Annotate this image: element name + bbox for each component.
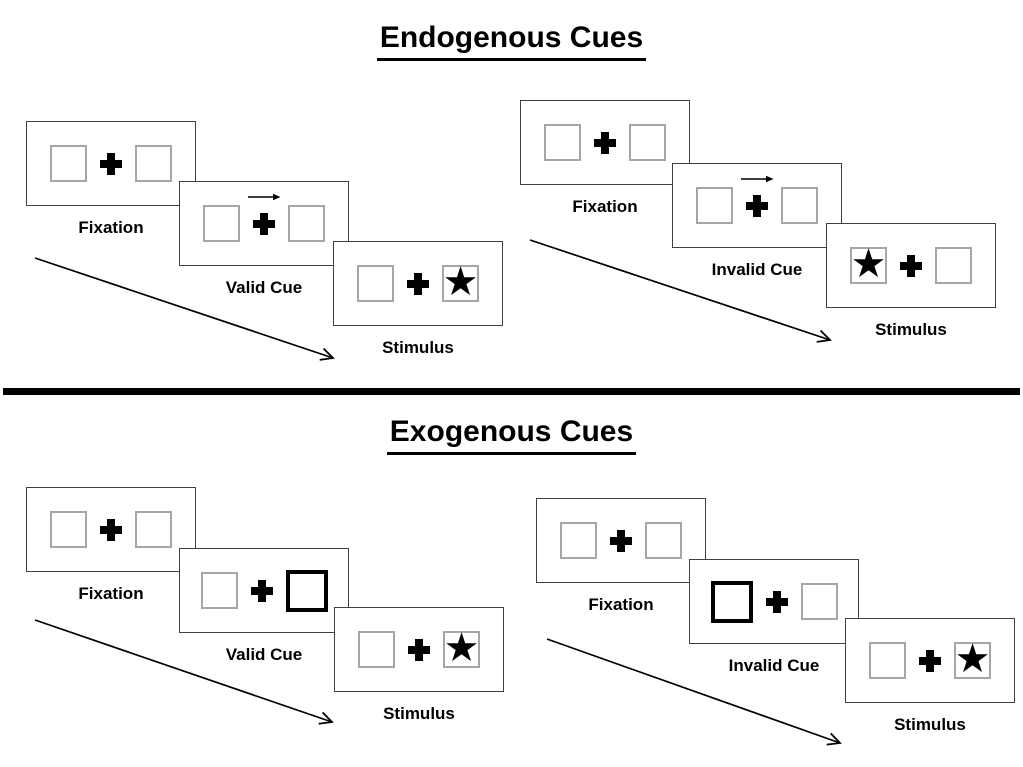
left-box	[560, 522, 597, 559]
fixation-panel: Fixation	[26, 121, 196, 238]
display-frame	[536, 498, 706, 583]
exogenous-title-text: Exogenous Cues	[386, 414, 637, 455]
section-divider	[3, 388, 1020, 395]
left-box	[200, 572, 238, 609]
right-box	[935, 247, 972, 284]
step-label: Stimulus	[875, 320, 947, 339]
right-box	[781, 187, 818, 224]
step-label: Valid Cue	[225, 645, 303, 664]
invalid-cue-panel: Invalid Cue	[672, 163, 842, 280]
fixation-cross-icon	[746, 194, 768, 217]
right-box	[800, 583, 838, 620]
left-box	[50, 511, 87, 548]
display-frame: ★	[826, 223, 996, 308]
display-frame	[179, 548, 349, 633]
valid-cue-panel: Valid Cue	[179, 181, 349, 298]
step-label: Fixation	[78, 584, 144, 603]
left-box: ★	[850, 242, 887, 286]
left-box	[696, 187, 733, 224]
right-box	[288, 205, 325, 242]
right-box: ★	[443, 626, 480, 670]
endogenous-title-text: Endogenous Cues	[376, 20, 647, 61]
endogenous-title: Endogenous Cues	[0, 20, 1023, 61]
display-frame: ★	[333, 241, 503, 326]
left-box	[358, 631, 395, 668]
display-frame	[26, 121, 196, 206]
step-label: Fixation	[572, 197, 638, 216]
invalid-cue-panel: Invalid Cue	[689, 559, 859, 676]
step-label: Valid Cue	[225, 278, 303, 297]
fixation-cross-icon	[407, 272, 429, 295]
display-frame: ★	[334, 607, 504, 692]
step-label: Invalid Cue	[711, 260, 803, 279]
right-box	[645, 522, 682, 559]
left-box	[544, 124, 581, 161]
fixation-cross-icon	[919, 649, 941, 672]
fixation-cross-icon	[765, 590, 788, 613]
right-box	[629, 124, 666, 161]
step-label: Stimulus	[383, 704, 455, 723]
fixation-cross-icon	[408, 638, 430, 661]
fixation-cross-icon	[253, 212, 275, 235]
star-stimulus-icon: ★	[850, 242, 887, 286]
fixation-panel: Fixation	[520, 100, 690, 217]
star-stimulus-icon: ★	[442, 260, 479, 304]
fixation-panel: Fixation	[26, 487, 196, 604]
stimulus-panel: ★ Stimulus	[334, 607, 504, 724]
fixation-cross-icon	[100, 152, 122, 175]
right-cue-arrow-icon	[248, 193, 281, 200]
right-box	[135, 511, 172, 548]
right-box: ★	[954, 637, 991, 681]
step-label: Stimulus	[382, 338, 454, 357]
step-label: Fixation	[588, 595, 654, 614]
step-label: Stimulus	[894, 715, 966, 734]
right-box: ★	[442, 260, 479, 304]
left-box	[357, 265, 394, 302]
fixation-cross-icon	[250, 579, 273, 602]
stimulus-panel: ★ Stimulus	[333, 241, 503, 358]
left-box	[203, 205, 240, 242]
fixation-cross-icon	[100, 518, 122, 541]
star-stimulus-icon: ★	[443, 626, 480, 670]
stimulus-panel: ★ Stimulus	[826, 223, 996, 340]
display-frame: ★	[845, 618, 1015, 703]
display-frame	[689, 559, 859, 644]
valid-cue-panel: Valid Cue	[179, 548, 349, 665]
star-stimulus-icon: ★	[954, 637, 991, 681]
stimulus-panel: ★ Stimulus	[845, 618, 1015, 735]
display-frame	[26, 487, 196, 572]
step-label: Invalid Cue	[728, 656, 820, 675]
display-frame	[672, 163, 842, 248]
fixation-cross-icon	[594, 131, 616, 154]
highlighted-right-box	[285, 569, 328, 612]
fixation-cross-icon	[610, 529, 632, 552]
fixation-cross-icon	[900, 254, 922, 277]
exogenous-title: Exogenous Cues	[0, 414, 1023, 455]
display-frame	[179, 181, 349, 266]
fixation-panel: Fixation	[536, 498, 706, 615]
left-box	[869, 642, 906, 679]
highlighted-left-box	[710, 580, 753, 623]
left-box	[50, 145, 87, 182]
right-box	[135, 145, 172, 182]
right-cue-arrow-icon	[741, 175, 774, 182]
display-frame	[520, 100, 690, 185]
step-label: Fixation	[78, 218, 144, 237]
